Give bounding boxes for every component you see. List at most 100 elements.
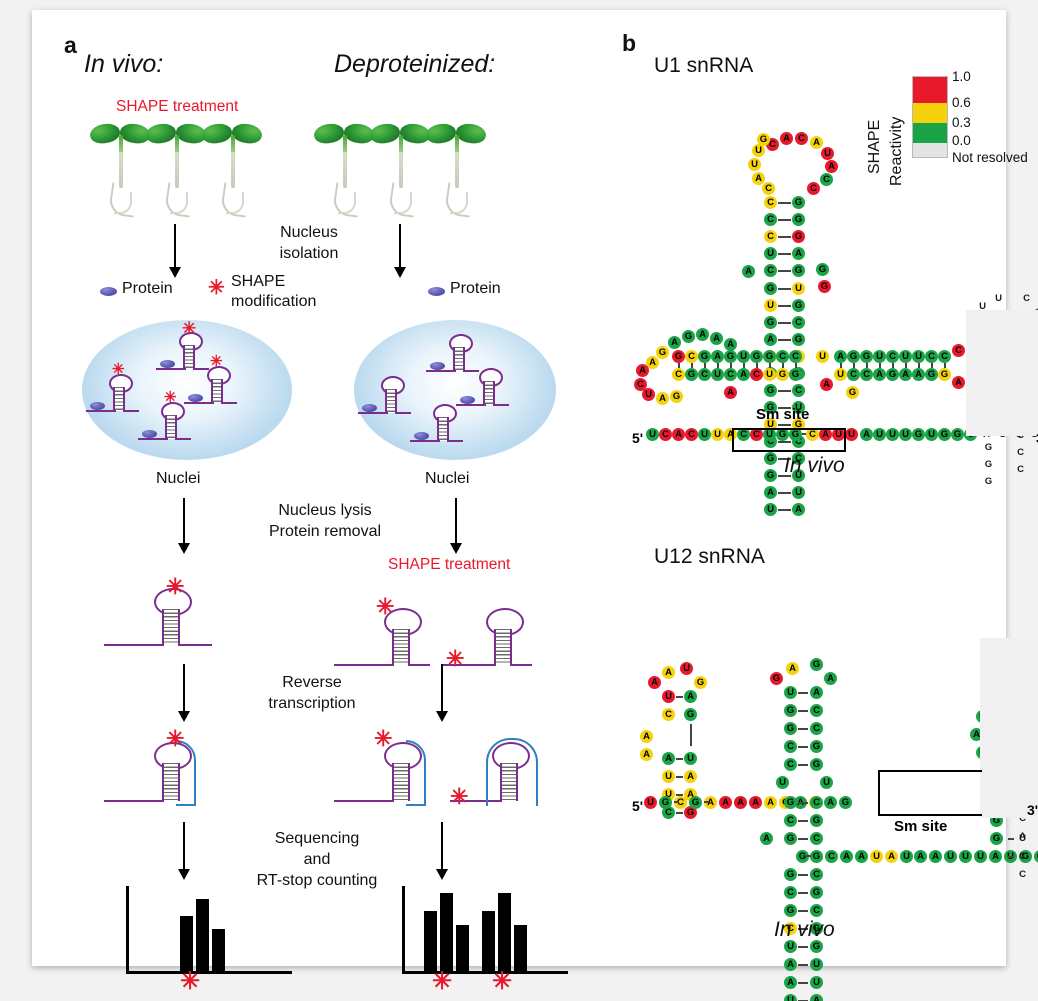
rnp-complex xyxy=(410,400,466,452)
leaf-left-icon xyxy=(368,121,402,146)
nucleotide: C xyxy=(1017,464,1024,475)
arrow-reverse-transcription-right xyxy=(434,664,450,722)
nucleotide: G xyxy=(810,850,823,863)
base-pair xyxy=(892,363,894,368)
legend-tick-1: 1.0 xyxy=(952,69,971,84)
seedling xyxy=(144,121,210,218)
stem xyxy=(231,135,235,155)
u1-in-vivo-label: In vivo xyxy=(784,454,845,477)
nucleotide: A xyxy=(724,386,737,399)
nucleotide: A xyxy=(792,503,805,516)
nucleotide: A xyxy=(749,796,762,809)
rnp-complex xyxy=(456,364,512,416)
nucleotide: C xyxy=(810,904,823,917)
nucleotide: C xyxy=(825,850,838,863)
nucleotide: G xyxy=(694,676,707,689)
nucleotide: A xyxy=(636,364,649,377)
nucleotide: A xyxy=(684,770,697,783)
base-pair xyxy=(806,855,811,857)
rna-hairpin-modified: ✳ xyxy=(334,596,470,670)
nucleotide: C xyxy=(784,814,797,827)
nucleotide: U xyxy=(642,388,655,401)
legend-protein-right: Protein xyxy=(450,280,501,297)
nucleotide: U xyxy=(792,469,805,482)
nucleotide: U xyxy=(662,690,675,703)
nucleotide: G xyxy=(764,401,777,414)
nucleotide: A xyxy=(792,247,805,260)
nucleotide: C xyxy=(784,740,797,753)
rna-hairpin-unmodified: ✳ xyxy=(442,598,572,670)
leaf-right-icon xyxy=(230,121,264,146)
base-pair xyxy=(1008,856,1014,858)
nucleotide: C xyxy=(764,213,777,226)
nucleotide: G xyxy=(776,368,789,381)
base-pair xyxy=(918,363,920,368)
root-tip xyxy=(170,192,188,214)
chart-y-axis xyxy=(126,886,129,974)
u1-sm-site-label: Sm site xyxy=(756,406,810,423)
nucleotide: C xyxy=(762,182,775,195)
nucleotide: U xyxy=(662,770,675,783)
nucleotide: G xyxy=(689,796,702,809)
arrow-nucleus-isolation-left xyxy=(167,224,183,278)
stem xyxy=(343,135,347,155)
nucleotide: C xyxy=(698,368,711,381)
nucleotide: G xyxy=(810,758,823,771)
nucleotide: A xyxy=(734,796,747,809)
legend-protein-left: Protein xyxy=(122,280,173,297)
nucleotide: A xyxy=(824,796,837,809)
base-pair xyxy=(778,236,791,238)
nucleotide: A xyxy=(711,350,724,363)
nucleotide: U xyxy=(900,850,913,863)
nucleotide: G xyxy=(764,282,777,295)
nucleotide: G xyxy=(818,280,831,293)
nucleotide: C xyxy=(807,182,820,195)
nucleotide: A xyxy=(646,356,659,369)
nucleotide: U xyxy=(784,940,797,953)
base-pair xyxy=(1008,838,1014,840)
base-pair xyxy=(798,710,808,712)
nucleotide: U xyxy=(870,850,883,863)
nucleotide: C xyxy=(810,722,823,735)
nucleotide: A xyxy=(860,428,873,441)
nucleotide: G xyxy=(659,796,672,809)
nucleotide: C xyxy=(1019,869,1026,880)
base-pair xyxy=(798,802,808,804)
base-pair xyxy=(704,801,709,803)
nucleotide: G xyxy=(810,886,823,899)
nucleotide: U xyxy=(995,293,1002,304)
nucleotide: U xyxy=(763,428,776,441)
chart-bar xyxy=(212,929,225,972)
nucleotide: C xyxy=(1019,851,1026,862)
nucleotide: U xyxy=(845,428,858,441)
nucleotide: G xyxy=(685,368,698,381)
nucleotide: G xyxy=(784,868,797,881)
u12-snrna-structure: AUAGUCAGAAAUUCUAAGUGCGAAAAACAAAGAGGAUGGC… xyxy=(624,610,1038,1001)
nucleotide: C xyxy=(1019,813,1026,824)
nucleotide: U xyxy=(764,503,777,516)
nucleotide: A xyxy=(952,376,965,389)
leaf-left-icon xyxy=(312,121,346,146)
leaf-left-icon xyxy=(144,121,178,146)
u1-unresolved-region xyxy=(966,310,1038,436)
base-pair xyxy=(944,363,946,368)
nucleotide: G xyxy=(672,350,685,363)
nucleotide: C xyxy=(952,344,965,357)
nucleotide: C xyxy=(659,428,672,441)
legend-label-not-resolved: Not resolved xyxy=(952,150,1028,165)
nucleotide: G xyxy=(684,806,697,819)
nucleotide: U xyxy=(974,850,987,863)
nucleotide: A xyxy=(929,850,942,863)
nucleotide: U xyxy=(764,247,777,260)
nucleotide: G xyxy=(724,350,737,363)
nucleotide: C xyxy=(810,832,823,845)
nucleotide: A xyxy=(824,672,837,685)
base-pair xyxy=(778,407,791,409)
nucleotide: G xyxy=(984,459,993,470)
nucleotide: G xyxy=(784,904,797,917)
chart-bar xyxy=(424,911,437,972)
leaf-right-icon xyxy=(454,121,488,146)
condition-label-in-vivo: In vivo: xyxy=(84,50,164,78)
nucleotide: G xyxy=(1034,850,1038,863)
rt-stop-chart-deproteinized xyxy=(402,886,568,974)
